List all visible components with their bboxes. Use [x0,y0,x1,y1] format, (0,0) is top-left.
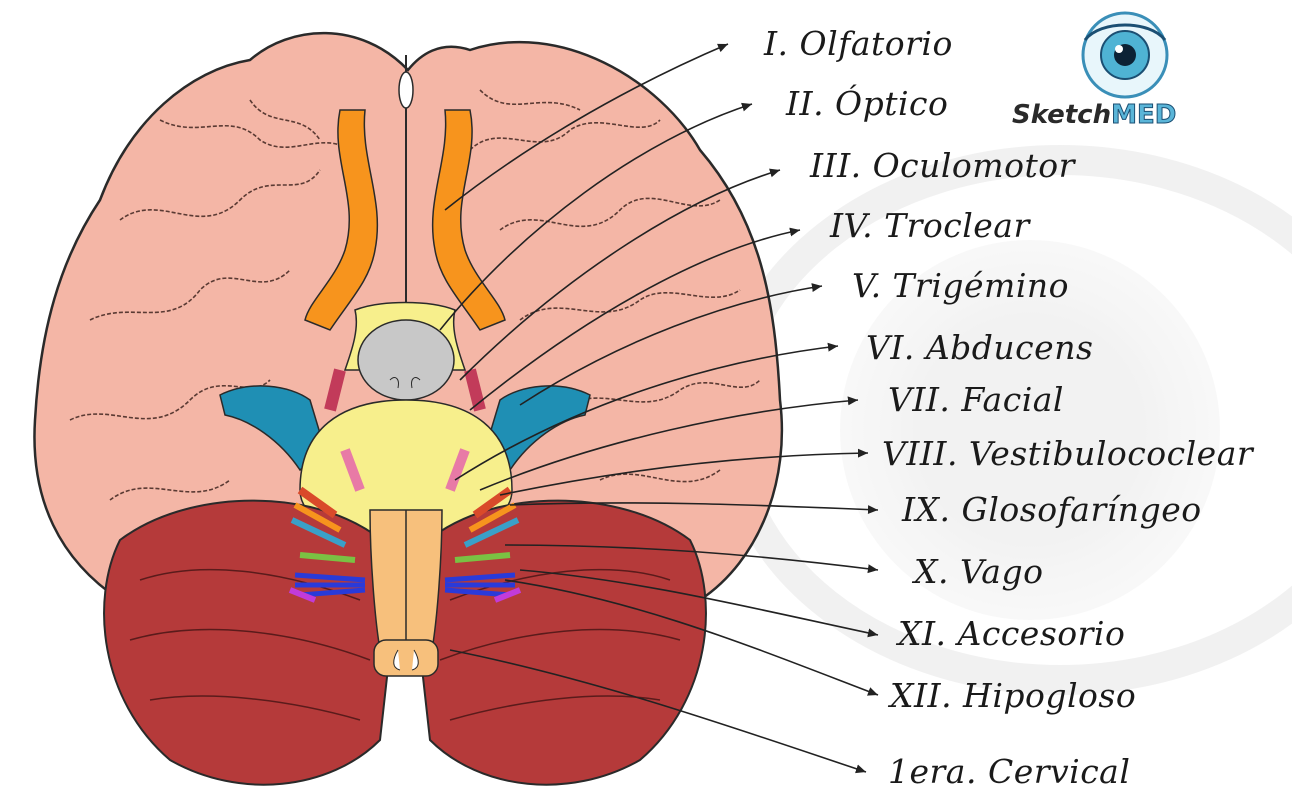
brand-logo-script: Sketch [1012,100,1111,130]
brand-logo-accent: MED [1111,100,1176,130]
nerve-label-vestibulococlear: VIII. Vestibulococlear [882,434,1253,473]
medulla [370,510,442,676]
nerve-label-cervical: 1era. Cervical [888,752,1130,791]
nerve-label-facial: VII. Facial [888,380,1064,419]
nerve-label-optico: II. Óptico [786,84,948,123]
nerve-label-abducens: VI. Abducens [866,328,1093,367]
nerve-label-glosofaringeo: IX. Glosofaríngeo [902,490,1202,529]
nerve-label-accesorio: XI. Accesorio [898,614,1125,653]
nerve-label-olfatorio: I. Olfatorio [764,24,953,63]
eye-icon [1083,13,1167,97]
nerve-label-trigemino: V. Trigémino [852,266,1069,305]
nerve-label-vago: X. Vago [914,552,1043,591]
nerve-label-troclear: IV. Troclear [830,206,1030,245]
nerve-label-hipogloso: XII. Hipogloso [890,676,1136,715]
nerve-label-oculomotor: III. Oculomotor [810,146,1075,185]
brand-logo: SketchMED [1012,100,1176,130]
